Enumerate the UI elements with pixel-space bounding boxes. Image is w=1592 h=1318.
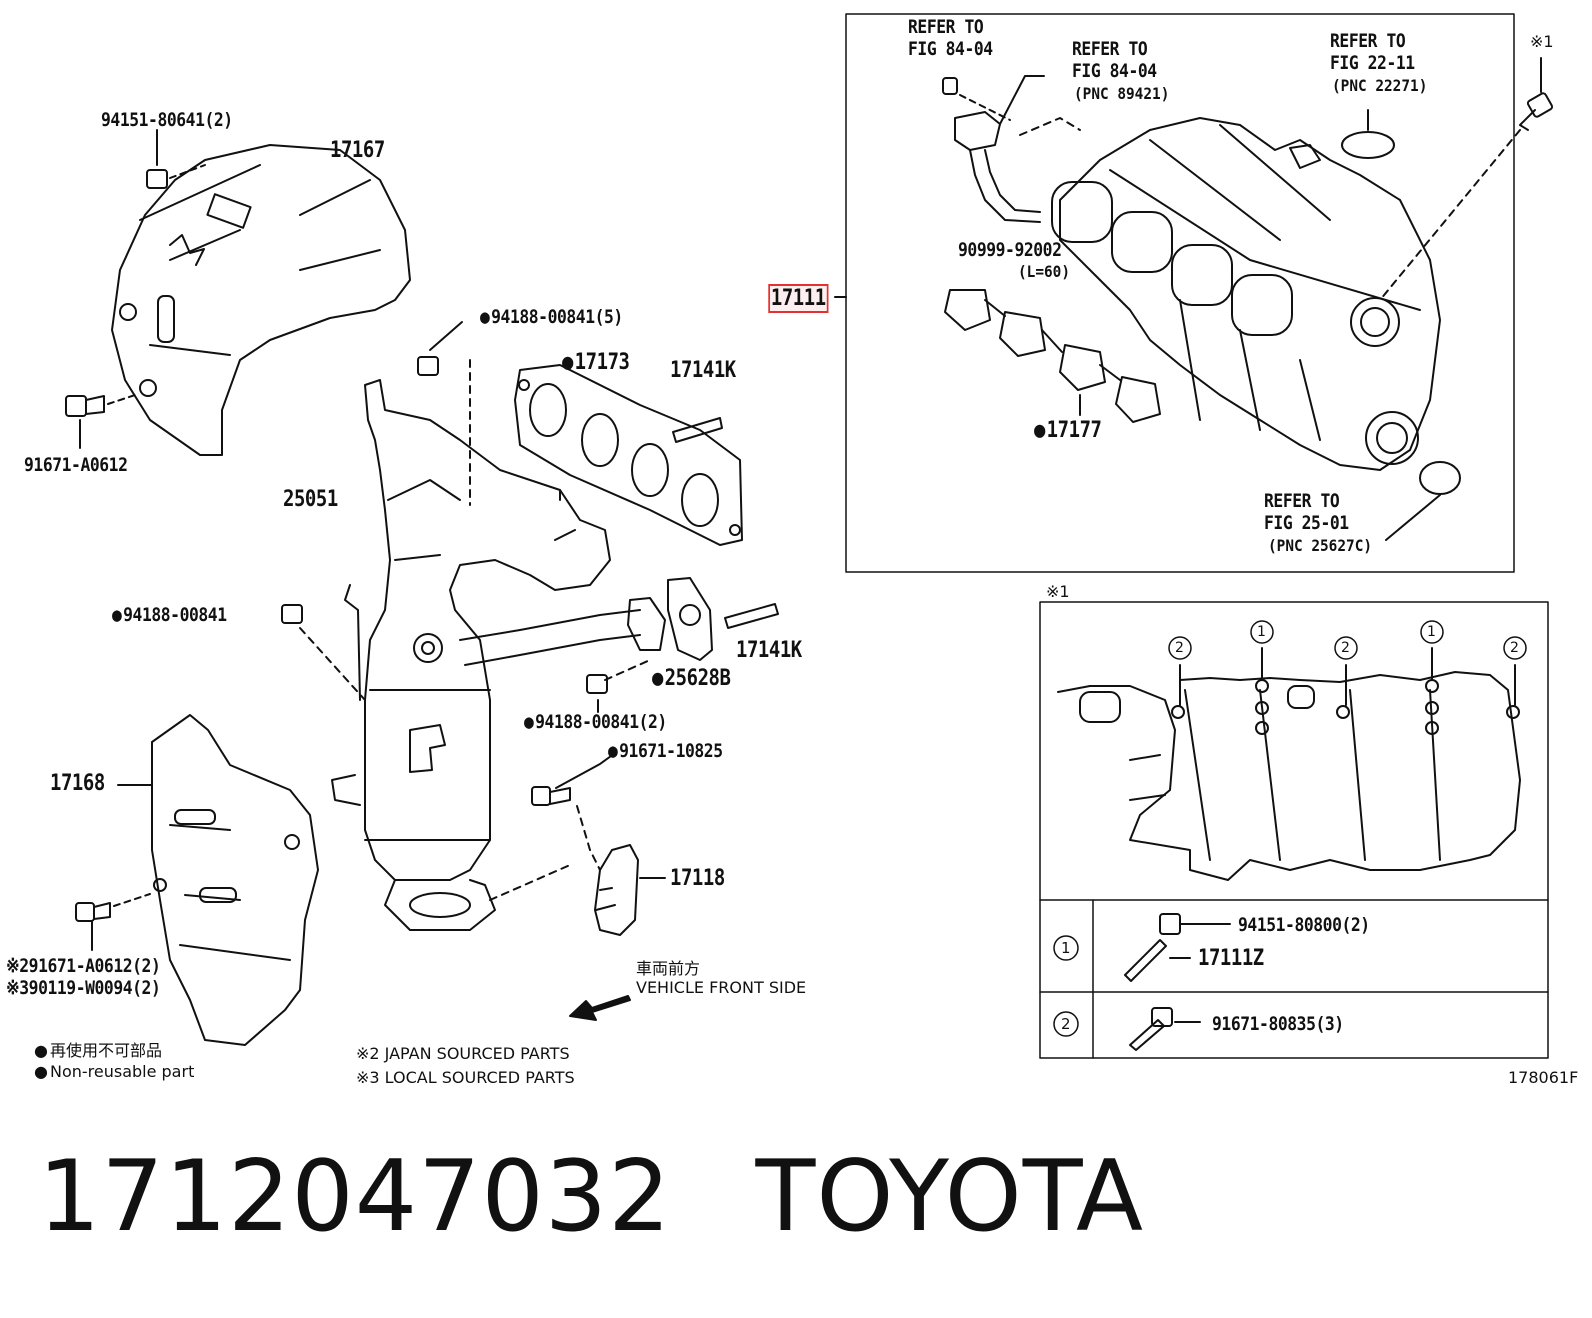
bolt-91671-A0612-lower [75, 893, 151, 951]
refer-1-line2[interactable]: FIG 84-04 [908, 38, 993, 60]
refer-2-pnc: (PNC 89421) [1074, 84, 1170, 103]
vehicle-front-jp: 車両前方 [636, 959, 701, 978]
label-25628B[interactable]: 25628B [652, 666, 731, 691]
gasket-17173 [514, 364, 743, 546]
figure-code: 178061F [1508, 1068, 1579, 1087]
nut-94188-00841 [281, 604, 366, 701]
nut-94151-80641 [146, 129, 206, 189]
callout-circles [1053, 620, 1527, 1037]
refer-1-line1: REFER TO [908, 16, 984, 38]
label-17141K-lower[interactable]: 17141K [736, 638, 802, 663]
refer-2-line1: REFER TO [1072, 38, 1148, 60]
label-94151-80800[interactable]: 94151-80800(2) [1238, 914, 1370, 936]
label-25051[interactable]: 25051 [283, 487, 338, 512]
label-17167[interactable]: 17167 [330, 138, 385, 163]
label-90999-92002[interactable]: 90999-92002 [958, 239, 1062, 261]
o-ring-22271 [1341, 131, 1395, 159]
bolt-row-1 [1124, 913, 1231, 982]
refer-3-pnc: (PNC 22271) [1332, 76, 1428, 95]
label-17141K-upper[interactable]: 17141K [670, 358, 736, 383]
mark-1-top: ※1 [1530, 32, 1554, 51]
note-local-sourced: ※3 LOCAL SOURCED PARTS [356, 1068, 575, 1087]
circle-label-1b: 1 [1427, 624, 1436, 640]
label-91671-80835[interactable]: 91671-80835(3) [1212, 1013, 1344, 1035]
nonreusable-en: Non-reusable part [34, 1062, 194, 1081]
page-title: 1712047032 TOYOTA [38, 1140, 1144, 1254]
row-label-1: 1 [1061, 939, 1071, 957]
label-17111-highlighted[interactable]: 17111 [768, 284, 829, 313]
gasket-17177 [944, 289, 1161, 423]
bolt-91671-A0612 [65, 393, 139, 449]
bolt-pattern-frame [1039, 601, 1549, 1059]
label-94188-00841[interactable]: 94188-00841 [112, 604, 227, 626]
heat-insulator-lower [117, 714, 319, 1046]
refer-3-line1: REFER TO [1330, 30, 1406, 52]
circle-label-2a: 2 [1175, 640, 1184, 656]
bolt-row-2 [1129, 1007, 1201, 1051]
vacuum-sensor [942, 75, 1081, 223]
label-91671-10825[interactable]: 91671-10825 [608, 740, 723, 762]
label-94188-00841-5[interactable]: 94188-00841(5) [480, 306, 623, 328]
label-94151-80641[interactable]: 94151-80641(2) [101, 109, 233, 131]
label-17111Z[interactable]: 17111Z [1198, 946, 1264, 971]
stud-17141K-upper [672, 417, 723, 443]
vehicle-front-arrow [569, 995, 631, 1021]
o-ring-25627C [1419, 461, 1461, 495]
bolt-91671-10825 [531, 755, 612, 871]
label-94188-00841-2[interactable]: 94188-00841(2) [524, 711, 667, 733]
intake-manifold [1051, 117, 1441, 471]
label-91671-A0612-japan[interactable]: ※291671-A0612(2) [6, 955, 161, 977]
intake-manifold-frame [845, 13, 1515, 573]
nut-94188-00841-2 [586, 659, 651, 713]
bracket-17118 [489, 844, 666, 936]
brand-name: TOYOTA [755, 1140, 1145, 1254]
mark-1-box: ※1 [1046, 582, 1070, 601]
heat-insulator-upper [111, 144, 411, 456]
nonreusable-jp: 再使用不可部品 [34, 1037, 162, 1061]
refer-3-line2[interactable]: FIG 22-11 [1330, 52, 1415, 74]
refer-2-line2[interactable]: FIG 84-04 [1072, 60, 1157, 82]
label-91671-A0612[interactable]: 91671-A0612 [24, 454, 128, 476]
label-17173[interactable]: 17173 [562, 350, 630, 375]
note-japan-sourced: ※2 JAPAN SOURCED PARTS [356, 1044, 570, 1063]
bolt-pattern-manifold [1057, 647, 1521, 881]
label-90119-W0094-local[interactable]: ※390119-W0094(2) [6, 977, 161, 999]
bolt-top-right [1379, 57, 1554, 301]
label-90999-length: (L=60) [1018, 262, 1071, 281]
nut-94188-00841-5 [417, 321, 471, 506]
exhaust-manifold-converter [331, 379, 641, 931]
stud-17141K-lower [724, 603, 779, 629]
label-17177[interactable]: 17177 [1034, 418, 1102, 443]
row-label-2: 2 [1061, 1015, 1071, 1033]
refer-4-line2[interactable]: FIG 25-01 [1264, 512, 1349, 534]
refer-4-pnc: (PNC 25627C) [1268, 536, 1373, 555]
part-number: 1712047032 [38, 1140, 672, 1254]
gasket-25628B [627, 577, 713, 661]
label-17118[interactable]: 17118 [670, 866, 725, 891]
circle-label-1a: 1 [1257, 624, 1266, 640]
label-17168[interactable]: 17168 [50, 771, 105, 796]
refer-4-line1: REFER TO [1264, 490, 1340, 512]
circle-label-2b: 2 [1341, 640, 1350, 656]
vehicle-front-en: VEHICLE FRONT SIDE [636, 978, 807, 997]
circle-label-2c: 2 [1510, 640, 1519, 656]
